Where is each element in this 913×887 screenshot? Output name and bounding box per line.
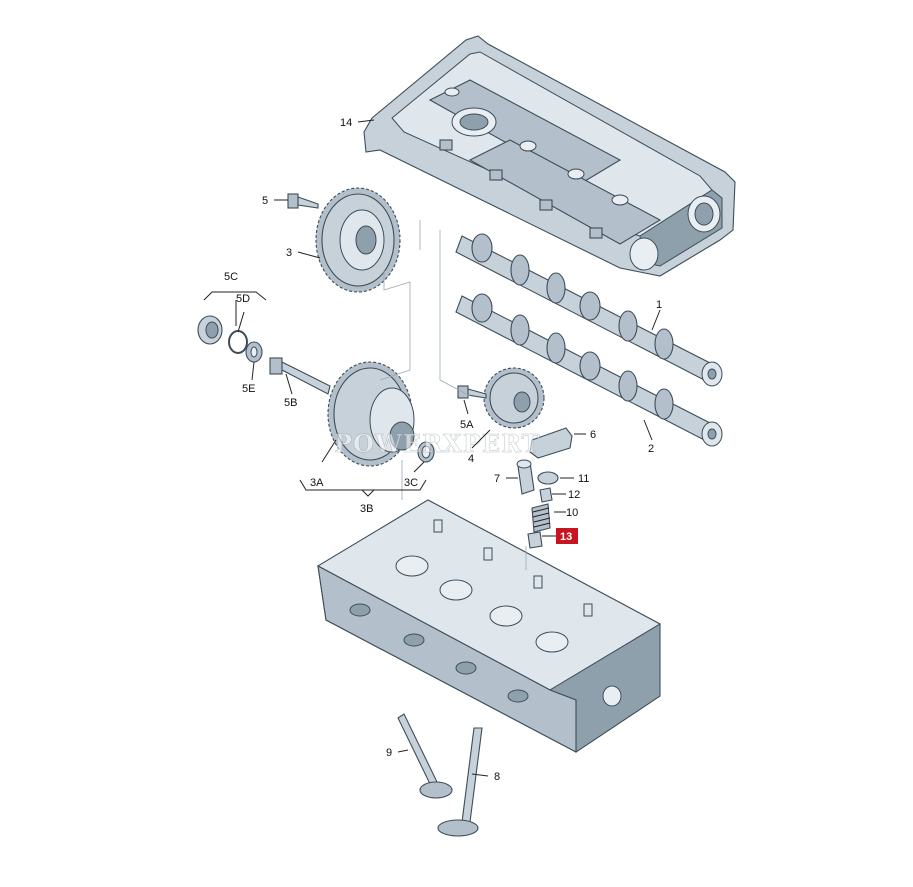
camshaft-sprocket-lower[interactable] [327, 361, 415, 467]
plug-5c[interactable] [197, 315, 223, 345]
label-part-5c[interactable]: 5C [224, 271, 238, 283]
label-part-8[interactable]: 8 [494, 771, 500, 783]
sprocket-bolt-upper[interactable] [287, 193, 319, 209]
assembly-guide-lines [379, 220, 527, 570]
label-part-1[interactable]: 1 [656, 299, 662, 311]
valve-9[interactable] [397, 713, 453, 799]
cylinder-head-cover[interactable] [363, 35, 736, 277]
seal-ring-3c[interactable] [417, 441, 435, 463]
camshaft-sprocket-upper[interactable] [315, 187, 401, 293]
hydraulic-lifter-7[interactable] [516, 459, 535, 495]
rocker-arm-6[interactable] [529, 427, 573, 459]
bolt-5b[interactable] [269, 357, 331, 395]
label-part-5e[interactable]: 5E [242, 383, 255, 395]
label-part-3c[interactable]: 3C [404, 477, 418, 489]
highlight-box-part-13[interactable] [556, 528, 578, 544]
label-part-3b[interactable]: 3B [360, 503, 373, 515]
part-labels: 1 2 3 3A 3B 3C 4 5 5A 5B 5C 5D 5E 6 7 8 … [224, 117, 662, 783]
camshaft-lower[interactable] [455, 293, 723, 447]
valve-8[interactable] [437, 727, 483, 837]
label-part-10[interactable]: 10 [566, 507, 578, 519]
label-part-13[interactable]: 13 [560, 531, 572, 543]
label-part-9[interactable]: 9 [386, 747, 392, 759]
label-part-6[interactable]: 6 [590, 429, 596, 441]
label-part-2[interactable]: 2 [648, 443, 654, 455]
label-part-11[interactable]: 11 [578, 473, 589, 485]
label-part-4[interactable]: 4 [468, 453, 474, 465]
leader-lines [203, 119, 661, 777]
label-part-3[interactable]: 3 [286, 247, 292, 259]
label-part-5a[interactable]: 5A [460, 419, 474, 431]
valve-stem-seal-13[interactable] [527, 531, 543, 549]
label-part-5d[interactable]: 5D [236, 293, 250, 305]
watermark-text: POWERXPERT [334, 429, 541, 458]
label-part-5b[interactable]: 5B [284, 397, 297, 409]
washer-5e[interactable] [245, 341, 263, 363]
camshaft-upper[interactable] [455, 233, 723, 387]
label-part-5[interactable]: 5 [262, 195, 268, 207]
spring-retainer-11[interactable] [537, 471, 559, 485]
label-part-3a[interactable]: 3A [310, 477, 324, 489]
valve-cotter-12[interactable] [539, 487, 553, 503]
valve-spring-10[interactable] [531, 503, 551, 533]
o-ring-5d[interactable] [228, 330, 248, 354]
sprocket-4[interactable] [483, 367, 545, 429]
label-part-14[interactable]: 14 [340, 117, 352, 129]
cylinder-head[interactable] [316, 499, 662, 753]
label-part-7[interactable]: 7 [494, 473, 500, 485]
label-part-12[interactable]: 12 [568, 489, 580, 501]
